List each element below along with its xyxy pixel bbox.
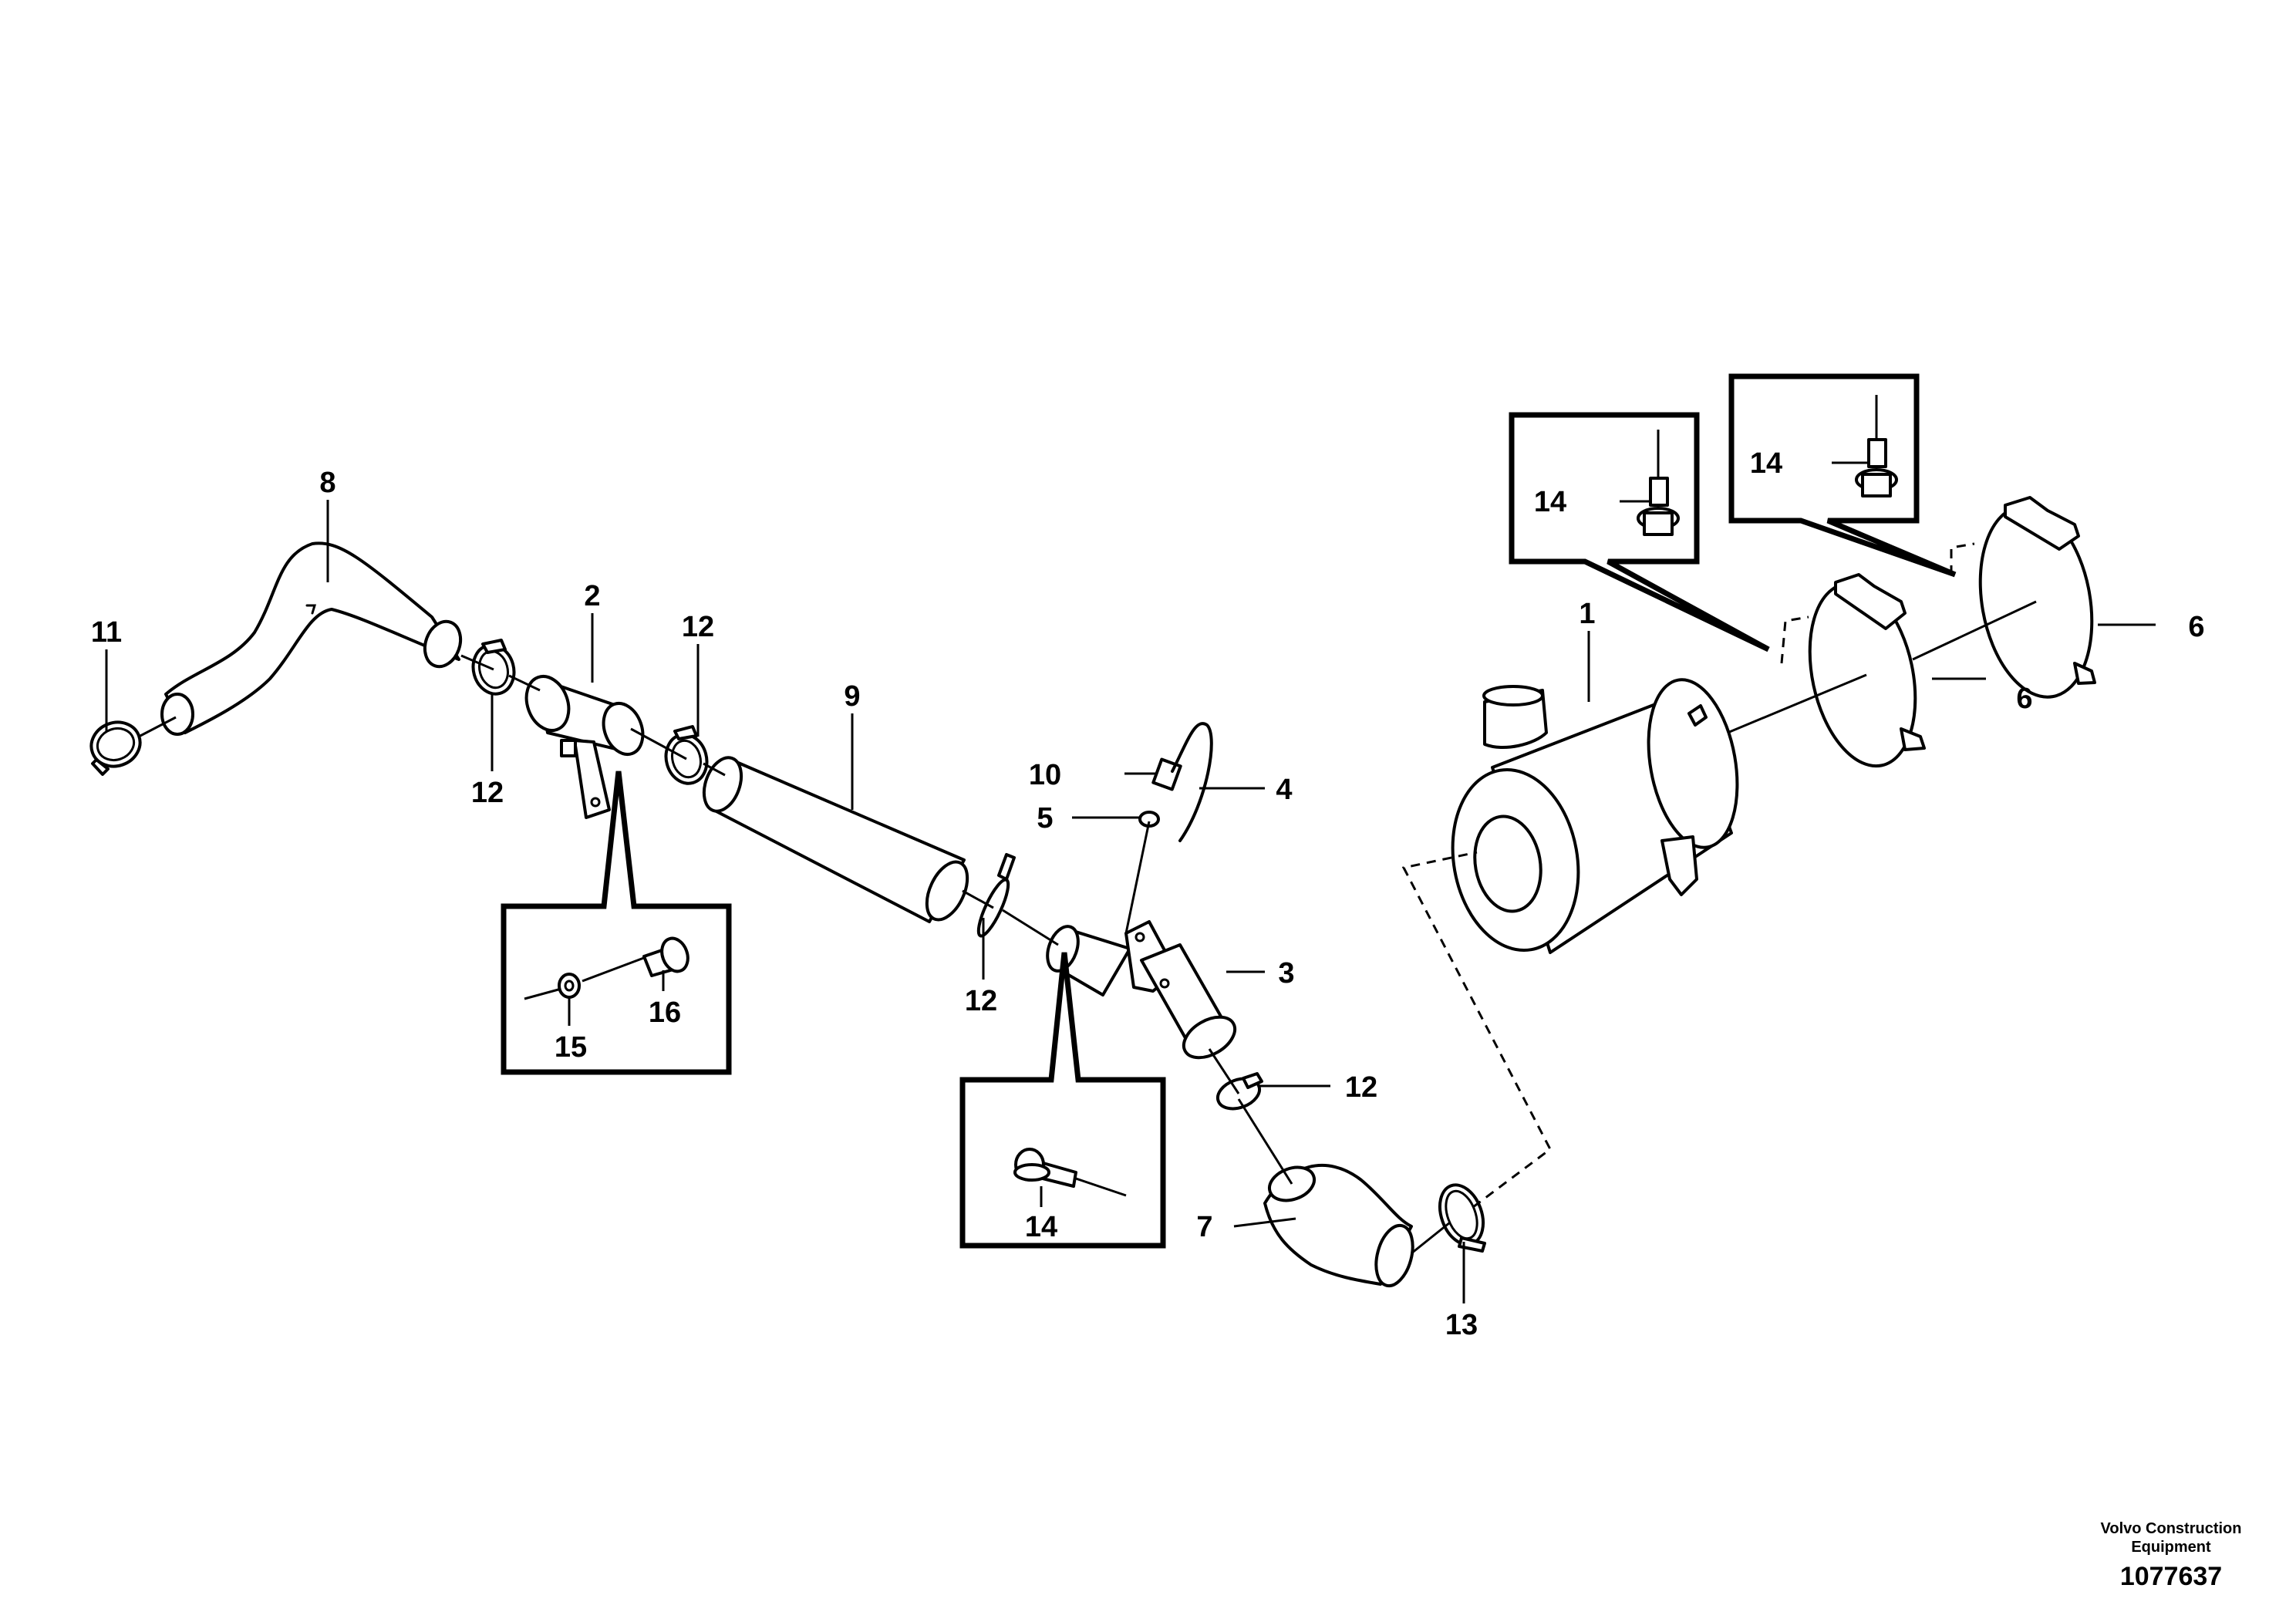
callout-labels: 8 11 12 2 12 9 12 10 5 4 3 12 7 13 1 6 6… — [91, 447, 2205, 1341]
callout-label: 12 — [965, 985, 997, 1017]
drawing-number: 1077637 — [2120, 1562, 2222, 1591]
intake-hose-part-8 — [160, 541, 463, 736]
callout-label: 14 — [1025, 1211, 1057, 1243]
drawing-footer: Volvo Construction Equipment 1077637 — [2101, 1520, 2242, 1591]
callout-label: 7 — [1196, 1211, 1212, 1243]
elbow-hose-part-7 — [1263, 1163, 1414, 1288]
callout-label: 5 — [1037, 802, 1053, 835]
callout-leaders — [105, 500, 2156, 1303]
callout-label: 8 — [319, 467, 335, 499]
adapter-pipe-part-3 — [1046, 920, 1237, 1060]
company-name-line2: Equipment — [2131, 1539, 2211, 1556]
callout-label: 2 — [584, 580, 600, 612]
hose-clamp-part-12-b — [664, 725, 709, 785]
detail-box-housing-screw — [959, 952, 1166, 1249]
callout-label: 6 — [2016, 683, 2032, 715]
company-name-line1: Volvo Construction — [2101, 1520, 2242, 1537]
callout-label: 4 — [1276, 774, 1292, 806]
hose-clamp-part-12-c — [976, 853, 1016, 938]
vacuum-hose-part-4 — [1171, 722, 1213, 842]
silencer-part-2 — [524, 675, 645, 819]
hose-clamp-part-13 — [1438, 1183, 1486, 1253]
callout-label: 12 — [682, 611, 714, 643]
detail-box-clamp-screw-b — [1728, 373, 1957, 578]
detail-box-clamp-screw-a — [1509, 412, 1770, 653]
callout-label: 9 — [844, 680, 860, 713]
callout-label: 12 — [1345, 1071, 1377, 1104]
connection-lines — [138, 542, 2037, 1255]
callout-label: 14 — [1750, 447, 1782, 480]
callout-label: 10 — [1029, 759, 1061, 791]
mounting-band-part-6-inner — [1808, 573, 1926, 768]
callout-label: 3 — [1278, 957, 1294, 990]
callout-label: 16 — [649, 996, 681, 1029]
callout-label: 6 — [2188, 611, 2204, 643]
hose-clamp-part-11 — [89, 720, 142, 776]
callout-label: 13 — [1445, 1309, 1478, 1341]
detail-box-bracket-bolts — [501, 771, 732, 1075]
callout-label: 1 — [1579, 598, 1595, 630]
callout-label: 15 — [555, 1031, 587, 1064]
hose-clamp-part-12-a — [471, 639, 516, 696]
intake-tube-part-9 — [702, 756, 969, 923]
callout-label: 14 — [1534, 486, 1566, 518]
callout-label: 11 — [91, 616, 122, 649]
air-cleaner-part-1 — [1451, 678, 1739, 954]
callout-label: 12 — [471, 777, 504, 809]
